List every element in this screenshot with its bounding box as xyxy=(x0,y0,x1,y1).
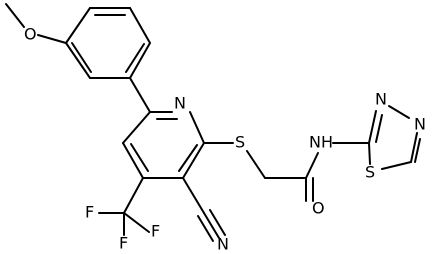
bond-thiadiazole-inner-1 xyxy=(375,114,383,143)
bond-thiadiazole-s-c2 xyxy=(368,142,371,165)
bond-c4-cf3 xyxy=(123,177,144,214)
atom-label-methoxy-oxygen: O xyxy=(24,25,37,44)
bond-benzene-6 xyxy=(65,42,91,79)
bond-thiadiazole-c5-s xyxy=(381,161,412,170)
atom-label-carbonyl-oxygen: O xyxy=(312,199,325,218)
atom-label-thiadiazole-sulfur: S xyxy=(365,163,375,182)
bond-o-aryl xyxy=(37,34,67,44)
atom-label-cyano-nitrogen: N xyxy=(217,235,229,254)
bond-cf3-f-right xyxy=(123,212,150,233)
bond-pyridine-n-c2 xyxy=(189,111,205,144)
atom-label-amide-nh: NH xyxy=(309,133,333,152)
bond-lines xyxy=(5,3,421,242)
atom-label-thioether-sulfur: S xyxy=(235,133,245,152)
bond-s-ch2 xyxy=(246,150,266,179)
atom-label-thiadiazole-n4: N xyxy=(414,115,426,134)
bond-thiadiazole-inner-2 xyxy=(414,138,421,163)
bond-methyl-o xyxy=(5,3,25,28)
atom-label-fluorine-left: F xyxy=(85,203,94,222)
bond-cyano-triple-3 xyxy=(209,209,226,236)
bond-thiadiazole-c2-n3 xyxy=(368,110,377,144)
bond-c3-cyano xyxy=(182,177,205,214)
bond-pyridine-c5-c6 xyxy=(122,111,151,144)
atom-labels: O N S NH N N S O N F F F xyxy=(24,25,426,254)
bond-benzene-3 xyxy=(129,7,151,44)
atom-label-pyridine-nitrogen: N xyxy=(174,94,186,113)
bond-benzene-inner-2 xyxy=(125,43,145,73)
bond-pyridine-c2-c3 xyxy=(182,142,205,179)
bond-benzene-inner-3 xyxy=(71,42,92,73)
bond-aryl-pyridine xyxy=(129,77,151,113)
bond-pyridine-inner-2 xyxy=(178,144,198,172)
bond-benzene-4 xyxy=(129,42,151,79)
bond-cyano-triple-2 xyxy=(197,215,214,242)
bond-pyridine-inner-3 xyxy=(130,143,149,172)
bond-pyridine-c4-c5 xyxy=(122,142,144,179)
bond-thiadiazole-n4-c5 xyxy=(410,132,418,163)
atom-label-thiadiazole-n3: N xyxy=(375,90,387,109)
atom-label-fluorine-bottom: F xyxy=(119,234,128,253)
bond-carbonyl-nh xyxy=(305,152,319,179)
bond-thiadiazole-n3-n4 xyxy=(388,105,410,119)
bond-cyano-triple-1 xyxy=(203,212,220,239)
atom-label-fluorine-right: F xyxy=(151,222,160,241)
bond-benzene-1 xyxy=(65,7,91,44)
